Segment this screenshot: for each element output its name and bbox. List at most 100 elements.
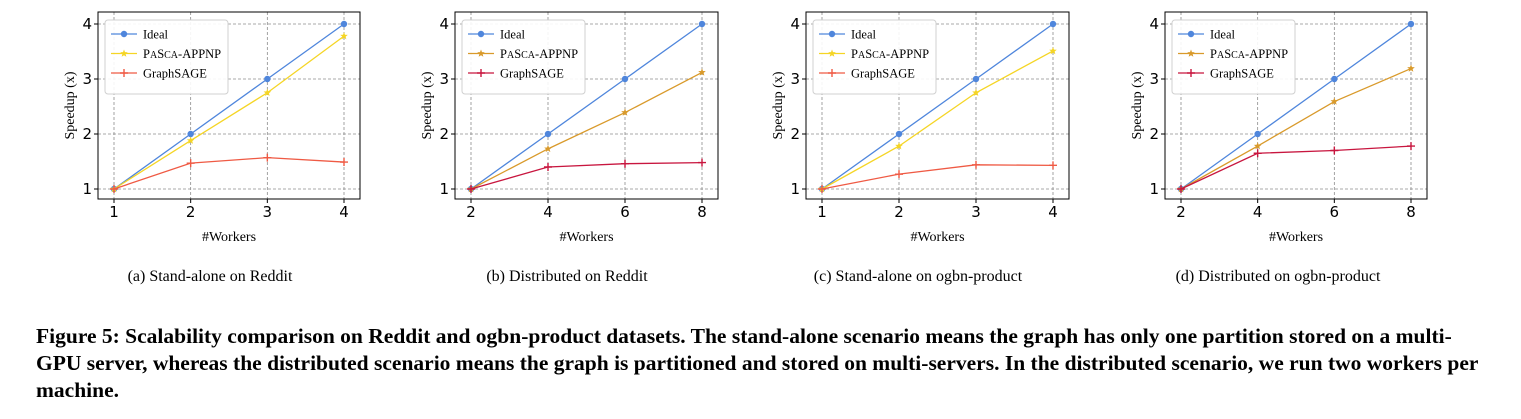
y-tick-label: 3 bbox=[790, 70, 800, 88]
y-tick-label: 3 bbox=[1149, 70, 1159, 88]
x-tick-label: 3 bbox=[263, 203, 273, 221]
legend-label-2: PASCA-APPNP bbox=[143, 47, 221, 61]
series-2-point bbox=[895, 142, 903, 150]
subfigure-caption-4: (d) Distributed on ogbn-product bbox=[1175, 268, 1381, 285]
legend-label-3: GraphSAGE bbox=[143, 67, 207, 81]
series-line-1 bbox=[470, 23, 703, 190]
series-3-point bbox=[818, 185, 826, 193]
legend-1-point bbox=[828, 30, 836, 38]
series-1-point bbox=[187, 130, 194, 138]
y-axis-label: Speedup (x) bbox=[420, 71, 435, 139]
y-tick-label: 1 bbox=[439, 180, 449, 198]
y-tick-label: 1 bbox=[82, 180, 92, 198]
series-line-1 bbox=[1180, 23, 1412, 190]
plot-frame bbox=[805, 11, 1070, 200]
x-tick-label: 4 bbox=[1253, 203, 1263, 221]
series-2-point bbox=[340, 32, 348, 40]
series-line-1 bbox=[821, 23, 1054, 190]
legend-box bbox=[812, 19, 937, 95]
x-tick-label: 2 bbox=[894, 203, 904, 221]
legend-1-point bbox=[1187, 30, 1195, 38]
series-3-point bbox=[972, 160, 980, 169]
legend-box bbox=[104, 19, 229, 95]
x-tick-label: 2 bbox=[466, 203, 476, 221]
legend-3-point bbox=[1187, 69, 1195, 77]
series-1-point bbox=[698, 20, 706, 28]
legend-label-1: Ideal bbox=[143, 28, 169, 42]
subfigure-caption-1: (a) Stand-alone on Reddit bbox=[127, 268, 293, 285]
legend-box bbox=[1171, 19, 1296, 95]
legend-2-point bbox=[120, 49, 128, 57]
series-line-2 bbox=[821, 50, 1054, 190]
series-2-point bbox=[263, 88, 272, 96]
x-tick-label: 2 bbox=[186, 203, 196, 221]
y-tick-label: 2 bbox=[1149, 125, 1159, 143]
y-axis-label: Speedup (x) bbox=[1130, 71, 1145, 139]
series-3-point bbox=[1330, 146, 1339, 155]
series-3-point bbox=[1049, 161, 1057, 170]
x-axis-label: #Workers bbox=[559, 230, 613, 245]
x-tick-label: 4 bbox=[339, 203, 349, 221]
x-tick-label: 6 bbox=[620, 203, 630, 221]
series-2-point bbox=[972, 88, 980, 96]
legend-2-point bbox=[1187, 49, 1195, 57]
x-axis-label: #Workers bbox=[202, 230, 256, 245]
y-tick-label: 4 bbox=[790, 15, 800, 33]
y-tick-label: 4 bbox=[439, 15, 449, 33]
series-3-point bbox=[186, 159, 195, 168]
series-3-point bbox=[895, 170, 903, 179]
series-3-point bbox=[621, 159, 629, 168]
series-1-point bbox=[264, 75, 271, 83]
series-1-point bbox=[972, 75, 980, 83]
subfigure-caption-3: (c) Stand-alone on ogbn-product bbox=[813, 268, 1023, 285]
series-1-point bbox=[340, 20, 348, 28]
x-tick-label: 1 bbox=[109, 203, 119, 221]
legend-box bbox=[461, 19, 586, 95]
series-line-1 bbox=[113, 23, 345, 190]
legend-label-2: PASCA-APPNP bbox=[1210, 47, 1288, 61]
series-3-point bbox=[263, 153, 272, 162]
legend-label-1: Ideal bbox=[851, 28, 877, 42]
series-line-2 bbox=[113, 35, 345, 190]
x-tick-label: 4 bbox=[1048, 203, 1058, 221]
series-1-point bbox=[544, 130, 552, 138]
legend-label-3: GraphSAGE bbox=[851, 67, 915, 81]
series-2-point bbox=[1049, 46, 1057, 55]
legend-3-point bbox=[828, 69, 836, 77]
y-tick-label: 4 bbox=[82, 15, 92, 33]
x-axis-label: #Workers bbox=[910, 230, 964, 245]
y-tick-label: 2 bbox=[82, 125, 92, 143]
x-tick-label: 8 bbox=[697, 203, 707, 221]
series-line-2 bbox=[470, 71, 703, 190]
series-3-point bbox=[1253, 149, 1262, 158]
series-1-point bbox=[1049, 20, 1057, 28]
legend-3-point bbox=[477, 69, 485, 77]
series-2-point bbox=[621, 108, 629, 116]
series-2-point bbox=[186, 136, 195, 144]
series-2-point bbox=[1407, 64, 1415, 72]
y-tick-label: 4 bbox=[1149, 15, 1159, 33]
legend-label-1: Ideal bbox=[1210, 28, 1236, 42]
x-tick-label: 2 bbox=[1176, 203, 1186, 221]
series-1-point bbox=[621, 75, 629, 83]
series-2-point bbox=[698, 68, 706, 76]
y-tick-label: 3 bbox=[82, 70, 92, 88]
legend-1-point bbox=[120, 30, 128, 38]
x-axis-label: #Workers bbox=[1269, 230, 1323, 245]
plot-frame bbox=[97, 11, 361, 200]
series-line-3 bbox=[821, 164, 1054, 190]
series-3-point bbox=[698, 158, 706, 167]
y-tick-label: 1 bbox=[790, 180, 800, 198]
y-tick-label: 3 bbox=[439, 70, 449, 88]
legend-label-2: PASCA-APPNP bbox=[851, 47, 929, 61]
series-line-3 bbox=[470, 161, 703, 190]
series-3-point bbox=[1177, 185, 1185, 193]
plot-frame bbox=[454, 11, 719, 200]
